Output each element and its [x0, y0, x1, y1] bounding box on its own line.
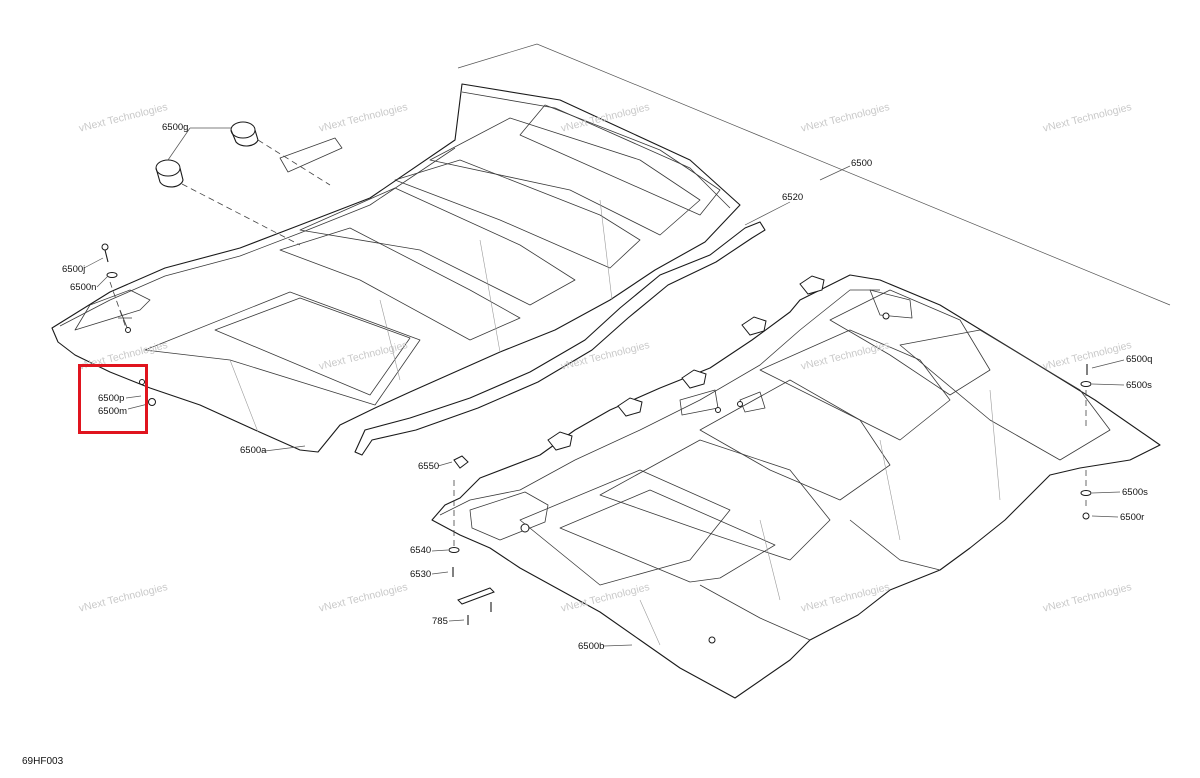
- highlight-box: [78, 364, 148, 434]
- label-6500g: 6500g: [162, 122, 189, 133]
- assembly-bracket-6500: [457, 43, 1171, 306]
- front-roof-panel-6500a: [51, 83, 741, 453]
- label-6500n: 6500n: [70, 282, 97, 293]
- label-6500: 6500: [851, 158, 873, 169]
- small-fasteners: [101, 243, 1092, 625]
- label-6500p: 6500p: [98, 393, 125, 404]
- label-6500s-top: 6500s: [1126, 380, 1152, 391]
- label-6550: 6550: [418, 461, 440, 472]
- label-6500q: 6500q: [1126, 354, 1153, 365]
- sleeve-6500g: [155, 121, 259, 188]
- leader-lines: [83, 257, 1125, 647]
- figure-code: 69HF003: [22, 756, 64, 767]
- rear-roof-panel-6500b: [431, 274, 1161, 699]
- label-6500s-bottom: 6500s: [1122, 487, 1148, 498]
- label-6500a: 6500a: [240, 445, 267, 456]
- label-6540: 6540: [410, 545, 432, 556]
- label-6500r: 6500r: [1120, 512, 1145, 523]
- seal-strip-6520: [354, 201, 791, 456]
- label-6520: 6520: [782, 192, 804, 203]
- label-6530: 6530: [410, 569, 432, 580]
- label-6500m: 6500m: [98, 406, 128, 417]
- label-6500b: 6500b: [578, 641, 605, 652]
- clip-fasteners: [547, 275, 825, 451]
- label-6500j: 6500j: [62, 264, 86, 275]
- alignment-lines: [109, 139, 1087, 548]
- label-785: 785: [432, 616, 448, 627]
